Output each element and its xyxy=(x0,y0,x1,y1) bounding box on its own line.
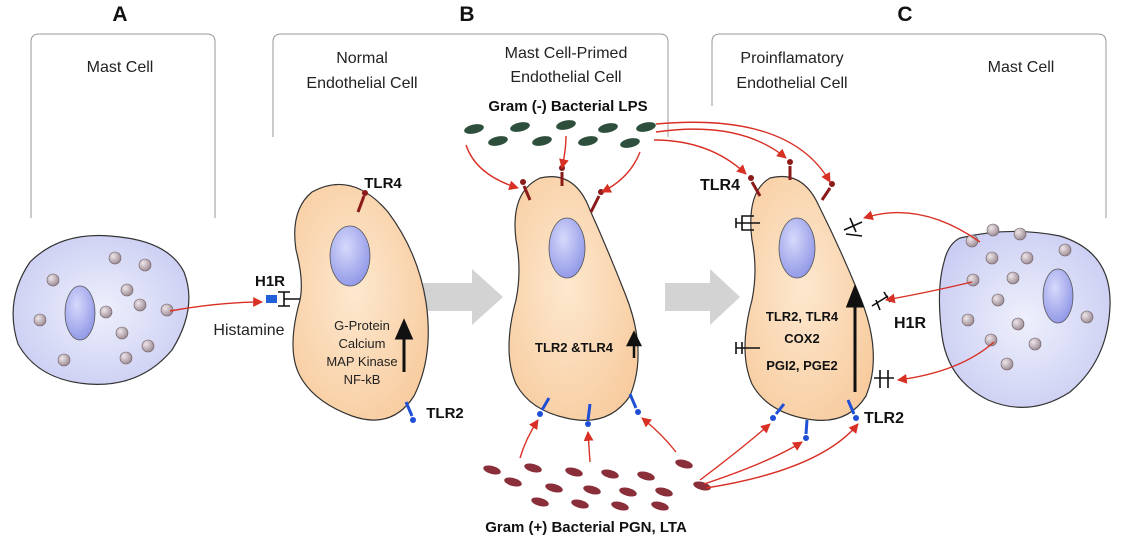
lps-particles xyxy=(464,120,656,148)
panel-c-header-left-2: Endothelial Cell xyxy=(736,75,847,92)
histamine-label: Histamine xyxy=(213,322,284,339)
proinflammatory-upregulated-3: PGI2, PGE2 xyxy=(766,358,838,373)
h1r-receptors-proinflammatory xyxy=(735,215,894,388)
tlr2-receptors-proinflammatory xyxy=(770,399,859,441)
mast-cell-c-granules xyxy=(961,223,1094,371)
primed-endothelial-cell xyxy=(508,176,639,421)
primed-up-arrow xyxy=(625,330,643,358)
panel-c-header-right: Mast Cell xyxy=(988,59,1055,76)
mast-to-h1r-arrows xyxy=(863,210,995,384)
h1r-label-normal: H1R xyxy=(255,273,285,290)
panel-b-header-left-1: Normal xyxy=(336,50,388,67)
histamine-arrow xyxy=(169,297,263,312)
mast-cell-c xyxy=(938,223,1111,408)
normal-signal-4: NF-kB xyxy=(344,372,381,387)
proinflammatory-upregulated-1: TLR2, TLR4 xyxy=(766,309,839,324)
h1r-receptor-normal xyxy=(266,291,300,307)
tlr2-receptors-primed xyxy=(537,393,641,427)
tlr4-label-proinflammatory: TLR4 xyxy=(700,177,740,194)
normal-signal-2: Calcium xyxy=(339,336,386,351)
tlr4-label-normal: TLR4 xyxy=(364,175,402,192)
tlr4-receptors-proinflammatory xyxy=(748,159,835,201)
proinflammatory-endothelial-cell xyxy=(744,175,874,421)
tlr2-receptor-normal xyxy=(404,401,414,417)
lps-arrows xyxy=(465,121,831,193)
transition-arrow-2 xyxy=(665,269,740,325)
panel-b-header-right-2: Endothelial Cell xyxy=(510,69,621,86)
panel-c-header-left-1: Proinflamatory xyxy=(740,50,843,67)
proinflammatory-up-arrow xyxy=(845,283,865,392)
tlr4-receptors-primed xyxy=(520,165,604,213)
pgn-arrows xyxy=(519,417,859,489)
panel-a-letter: A xyxy=(112,3,127,26)
transition-arrow-1 xyxy=(420,269,503,325)
lps-label: Gram (-) Bacterial LPS xyxy=(488,98,647,115)
normal-signal-3: MAP Kinase xyxy=(326,354,397,369)
panel-c-bracket xyxy=(711,33,1107,218)
normal-up-arrow xyxy=(394,318,414,372)
panel-b-header-right-1: Mast Cell-Primed xyxy=(505,45,628,62)
pgn-particles xyxy=(483,459,711,511)
h1r-label-proinflammatory: H1R xyxy=(894,315,926,332)
tlr2-label-proinflammatory: TLR2 xyxy=(864,410,904,427)
pgn-label: Gram (+) Bacterial PGN, LTA xyxy=(485,519,687,536)
panel-a-bracket xyxy=(30,33,216,218)
panel-b-letter: B xyxy=(459,3,474,26)
primed-upregulated-label: TLR2 &TLR4 xyxy=(535,340,614,355)
mast-cell-a-granules xyxy=(33,251,174,367)
panel-b-bracket xyxy=(272,33,669,137)
normal-endothelial-cell xyxy=(292,183,429,421)
tlr2-label-normal: TLR2 xyxy=(426,405,464,422)
panel-b-header-left-2: Endothelial Cell xyxy=(306,75,417,92)
tlr4-receptor-normal xyxy=(356,195,366,213)
mast-cell-a xyxy=(12,234,190,385)
normal-signal-1: G-Protein xyxy=(334,318,390,333)
panel-a-header: Mast Cell xyxy=(87,59,154,76)
proinflammatory-upregulated-2: COX2 xyxy=(784,331,819,346)
panel-c-letter: C xyxy=(897,3,912,26)
